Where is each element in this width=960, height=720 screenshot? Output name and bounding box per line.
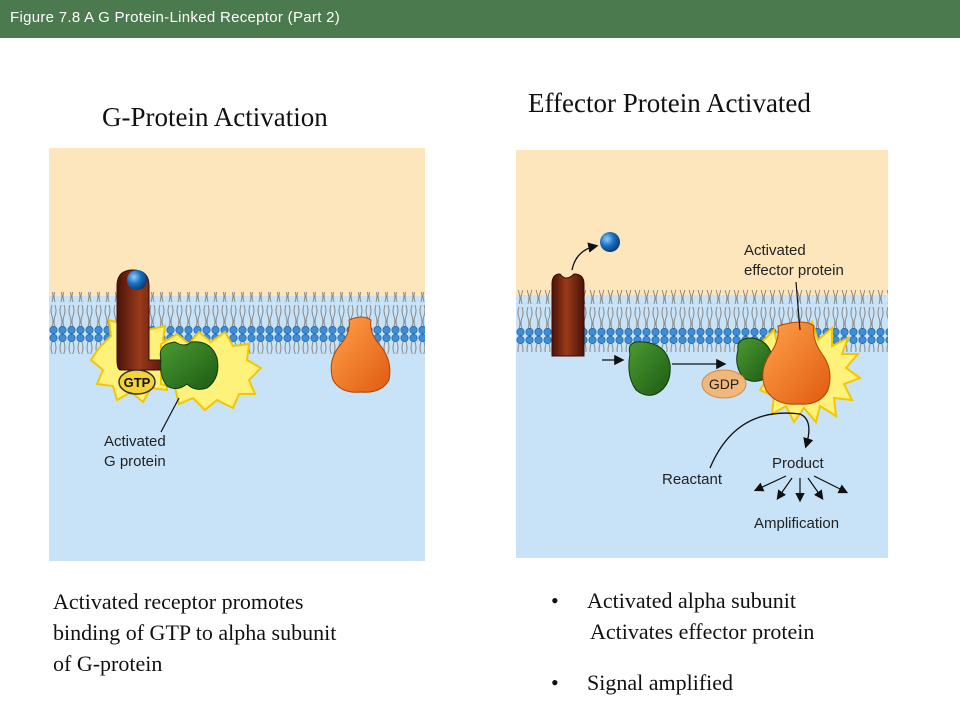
bullet-text-line1: Signal amplified	[587, 670, 734, 695]
bullet-item: • Activated alpha subunit Activates effe…	[551, 585, 931, 655]
activated-effector-label-1: Activated	[744, 242, 806, 259]
gdp-oval	[701, 369, 747, 399]
activated-g-label-2: G protein	[104, 453, 166, 470]
gdp-label: GDP	[709, 376, 739, 392]
left-caption-line1: Activated receptor promotes	[53, 589, 304, 614]
effector-protein	[330, 316, 391, 393]
bullet-text-line2: Activates effector protein	[590, 619, 815, 644]
slide-title: Figure 7.8 A G Protein-Linked Receptor (…	[10, 9, 341, 26]
g-protein-pointer	[160, 397, 180, 433]
gtp-label: GTP	[124, 375, 151, 390]
effector-pointer	[795, 281, 801, 331]
left-heading: G-Protein Activation	[102, 102, 328, 132]
left-caption: Activated receptor promotes binding of G…	[53, 586, 433, 679]
effector-activation-diagram: GDP Activated effector protein Reactant …	[516, 150, 888, 558]
bullet-text-line1: Activated alpha subunit	[587, 588, 796, 613]
extracellular-region	[516, 150, 888, 295]
effector-protein	[762, 321, 831, 405]
amp-arrow-5	[813, 475, 849, 494]
product-label: Product	[772, 455, 825, 472]
left-caption-line3: of G-protein	[53, 651, 163, 676]
bullet-item: • Signal amplified	[551, 667, 931, 702]
bullet-marker: •	[551, 670, 559, 695]
amplification-label: Amplification	[754, 515, 839, 532]
amp-arrow-2	[776, 477, 793, 500]
left-caption-line2: binding of GTP to alpha subunit	[53, 620, 337, 645]
activated-effector-label-2: effector protein	[744, 262, 844, 279]
activated-g-label-1: Activated	[104, 433, 166, 450]
ligand-sphere	[127, 270, 147, 290]
gtp-oval	[118, 369, 156, 395]
g-protein-alpha	[628, 341, 671, 396]
title-bar: Figure 7.8 A G Protein-Linked Receptor (…	[0, 0, 960, 38]
g-protein	[159, 341, 219, 390]
reactant-label: Reactant	[662, 471, 723, 488]
amp-arrow-1	[753, 475, 787, 492]
reaction-arrow	[709, 412, 814, 469]
receptor-protein	[116, 269, 168, 371]
receptor-protein	[551, 273, 585, 357]
bullet-marker: •	[551, 588, 559, 613]
right-heading: Effector Protein Activated	[528, 88, 811, 118]
g-protein-activation-diagram: GTP Activated G protein	[49, 148, 425, 561]
amp-arrow-4	[807, 477, 824, 500]
ligand-exit-arrow	[571, 242, 599, 271]
extracellular-region	[49, 148, 425, 296]
ligand-sphere	[600, 232, 620, 252]
